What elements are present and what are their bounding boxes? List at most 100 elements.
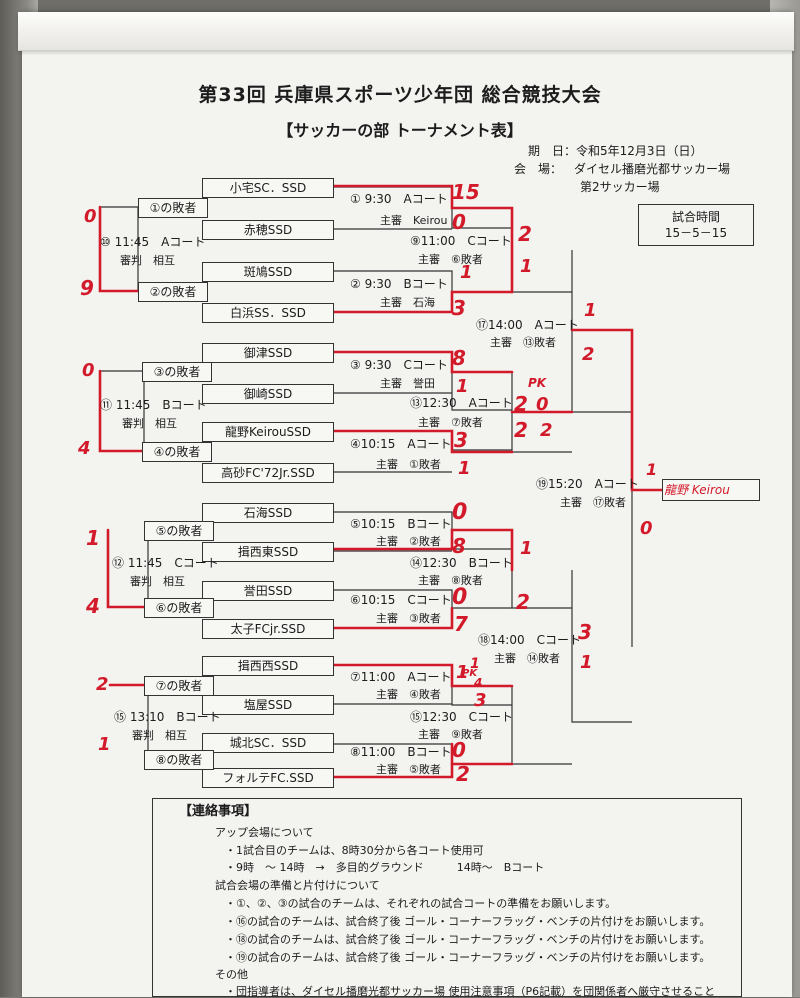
- score-m4-bottom: 1: [458, 458, 471, 479]
- match-1-time: ① 9:30 Aコート: [350, 192, 448, 206]
- match-3-time: ③ 9:30 Cコート: [350, 358, 448, 372]
- match-17-time: ⑰14:00 Aコート: [476, 318, 579, 332]
- notes-heading: 【連絡事項】: [179, 804, 258, 819]
- pk-score-m7-bottom: 4: [474, 676, 483, 690]
- loser-box: ③の敗者: [142, 362, 212, 382]
- team-box: 龍野KeirouSSD: [202, 422, 334, 442]
- notes-line: ・9時 ～ 14時 → 多目的グラウンド 14時～ Bコート: [225, 861, 545, 874]
- match-19-time: ⑲15:20 Aコート: [536, 477, 639, 491]
- score-m1-bottom: 0: [452, 210, 466, 234]
- match-2-time: ② 9:30 Bコート: [350, 277, 448, 291]
- match-16-ref: 主審 ⑨敗者: [418, 728, 483, 741]
- team-box: 白浜SS．SSD: [202, 303, 334, 323]
- pk-score-m13-top: 0: [536, 394, 549, 415]
- score-m3-bottom: 1: [456, 376, 469, 397]
- team-box: 御津SSD: [202, 343, 334, 363]
- score-m2-top: 1: [460, 262, 473, 283]
- paper-sheet: [22, 12, 792, 997]
- notes-line: ・1試合目のチームは、8時30分から各コート使用可: [225, 844, 484, 857]
- loser-box: ⑧の敗者: [144, 750, 214, 770]
- team-box: 石海SSD: [202, 503, 334, 523]
- score-m6-bottom: 7: [454, 612, 468, 636]
- match-11-ref: 審判 相互: [122, 417, 177, 430]
- score-m12-bottom: 4: [86, 594, 100, 618]
- match-time-value: 15－5－15: [664, 226, 728, 240]
- match-5-ref: 主審 ②敗者: [376, 535, 441, 548]
- score-m13-top: 2: [514, 392, 528, 416]
- match-9-ref: 主審 ⑥敗者: [418, 253, 483, 266]
- notes-line: 試合会場の準備と片付けについて: [215, 879, 380, 892]
- team-box: 御崎SSD: [202, 384, 334, 404]
- match-5-time: ⑤10:15 Bコート: [350, 517, 452, 531]
- score-final-bottom: 0: [640, 518, 653, 539]
- match-13-ref: 主審 ⑦敗者: [418, 416, 483, 429]
- team-box: 小宅SC．SSD: [202, 178, 334, 198]
- team-box: 太子FCjr.SSD: [202, 619, 334, 639]
- score-m2-bottom: 3: [452, 296, 466, 320]
- match-12-time: ⑫ 11:45 Cコート: [112, 556, 219, 570]
- bracket-red-marks: [98, 184, 664, 779]
- score-m15-top: 2: [96, 674, 109, 695]
- notes-line: ・団指導者は、ダイセル播磨光都サッカー場 使用注意事項（P6記載）を団関係者へ厳…: [225, 985, 716, 998]
- match-6-ref: 主審 ③敗者: [376, 612, 441, 625]
- score-m5-bottom: 8: [452, 534, 466, 558]
- match-9-time: ⑨11:00 Cコート: [410, 234, 512, 248]
- match-1-ref: 主審 Keirou: [380, 214, 448, 227]
- venue-label: 会 場：: [514, 162, 563, 176]
- date-label: 期 日：: [528, 144, 577, 158]
- score-m3-top: 8: [452, 346, 466, 370]
- match-17-ref: 主審 ⑬敗者: [490, 336, 556, 349]
- score-m17-bottom: 2: [582, 344, 595, 365]
- score-m8-bottom: 2: [456, 762, 470, 786]
- match-11-time: ⑪ 11:45 Bコート: [100, 398, 207, 412]
- loser-box: ④の敗者: [142, 442, 212, 462]
- score-m5-top: 0: [452, 500, 468, 525]
- match-10-time: ⑩ 11:45 Aコート: [100, 235, 206, 249]
- team-box: フォルテFC.SSD: [202, 768, 334, 788]
- team-box: 誉田SSD: [202, 581, 334, 601]
- score-m11-bottom: 4: [78, 438, 91, 459]
- loser-box: ⑦の敗者: [144, 676, 214, 696]
- score-m18-bottom: 1: [580, 652, 593, 673]
- loser-box: ①の敗者: [138, 198, 208, 218]
- loser-box: ②の敗者: [138, 282, 208, 302]
- match-19-ref: 主審 ⑰敗者: [560, 496, 626, 509]
- team-box: 城北SC．SSD: [202, 733, 334, 753]
- score-m13-bottom: 2: [514, 418, 528, 442]
- hanging-rod: [18, 12, 794, 51]
- score-m15-bottom: 1: [98, 734, 111, 755]
- champion-handwritten: 龍野 Keirou: [664, 483, 730, 497]
- match-3-ref: 主審 誉田: [380, 377, 435, 390]
- match-15-time: ⑮ 13:10 Bコート: [114, 710, 221, 724]
- score-final-top: 1: [646, 460, 658, 479]
- notes-line: ・⑲の試合のチームは、試合終了後 ゴール・コーナーフラッグ・ベンチの片付けをお願…: [225, 951, 711, 964]
- match-12-ref: 審判 相互: [130, 575, 185, 588]
- notes-box: 【連絡事項】 アップ会場について ・1試合目のチームは、8時30分から各コート使…: [152, 798, 742, 998]
- match-7-time: ⑦11:00 Aコート: [350, 670, 452, 684]
- venue-value-2: 第2サッカー場: [580, 180, 660, 194]
- score-m7-bottom: 3: [474, 690, 487, 711]
- team-box: 塩屋SSD: [202, 695, 334, 715]
- match-15-ref: 審判 相互: [132, 729, 187, 742]
- notes-line: ・⑱の試合のチームは、試合終了後 ゴール・コーナーフラッグ・ベンチの片付けをお願…: [225, 933, 711, 946]
- match-4-time: ④10:15 Aコート: [350, 437, 452, 451]
- match-time-label: 試合時間: [671, 210, 720, 224]
- venue-value: ダイセル播磨光都サッカー場: [574, 162, 731, 176]
- notes-line: ・⑯の試合のチームは、試合終了後 ゴール・コーナーフラッグ・ベンチの片付けをお願…: [225, 915, 711, 928]
- team-box: 揖西東SSD: [202, 542, 334, 562]
- loser-box: ⑤の敗者: [144, 521, 214, 541]
- pk-label-m7: PK: [462, 668, 478, 679]
- score-m7-top: 1: [456, 662, 469, 683]
- match-13-time: ⑬12:30 Aコート: [410, 396, 513, 410]
- score-m14-top: 1: [520, 538, 533, 559]
- match-7-ref: 主審 ④敗者: [376, 688, 441, 701]
- match-8-time: ⑧11:00 Bコート: [350, 745, 452, 759]
- page-title: 第33回 兵庫県スポーツ少年団 総合競技大会: [198, 84, 602, 106]
- score-m14-bottom: 2: [516, 590, 530, 614]
- pk-score-m13-bottom: 2: [540, 420, 553, 441]
- page-subtitle: 【サッカーの部 トーナメント表】: [277, 121, 523, 140]
- score-m10-top: 0: [84, 206, 97, 227]
- pk-score-m7-top: 1: [470, 656, 480, 672]
- match-8-ref: 主審 ⑤敗者: [376, 763, 441, 776]
- notes-line: その他: [215, 968, 248, 981]
